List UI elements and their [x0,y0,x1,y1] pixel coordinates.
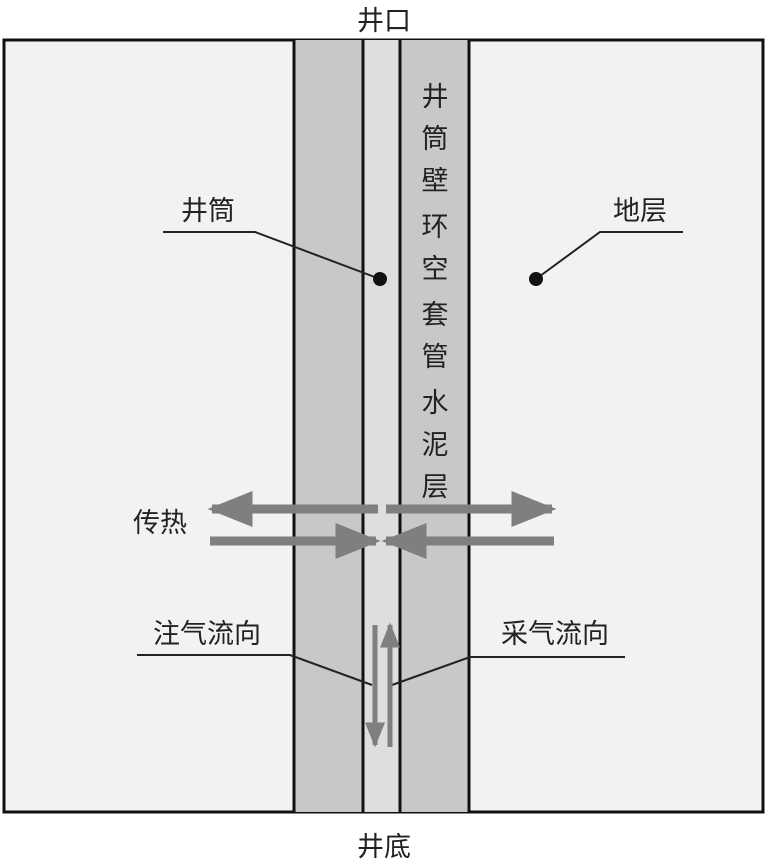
wellbore-marker-dot [373,272,387,286]
vertical-label-char: 筒 [422,124,449,155]
wellhead-label: 井口 [357,6,411,37]
vertical-label-char: 套 [422,300,449,331]
right-cement-band [400,40,469,812]
vertical-label-char: 环 [422,212,449,243]
vertical-label-char: 井 [422,82,449,113]
left-cement-band [294,40,363,812]
formation-marker-dot [529,272,543,286]
leader-lines [137,231,683,686]
flow-arrows [365,622,400,748]
production-flow-label: 采气流向 [501,619,609,650]
wall-lines [292,40,471,812]
injection-flow-label: 注气流向 [153,619,261,650]
vertical-label-char: 泥 [422,430,449,461]
vertical-label-char: 水 [422,388,449,419]
vertical-label-char: 管 [422,342,449,373]
vertical-label-char: 层 [422,472,449,503]
wellbore-band [363,40,400,812]
vertical-label-char: 空 [422,254,449,285]
vertical-label-char: 壁 [422,166,449,197]
heat-transfer-arrows [207,491,557,559]
formation-label: 地层 [613,196,667,227]
heat-transfer-label: 传热 [133,508,187,539]
well-bottom-label: 井底 [357,832,411,863]
wellbore-label: 井筒 [181,196,235,227]
